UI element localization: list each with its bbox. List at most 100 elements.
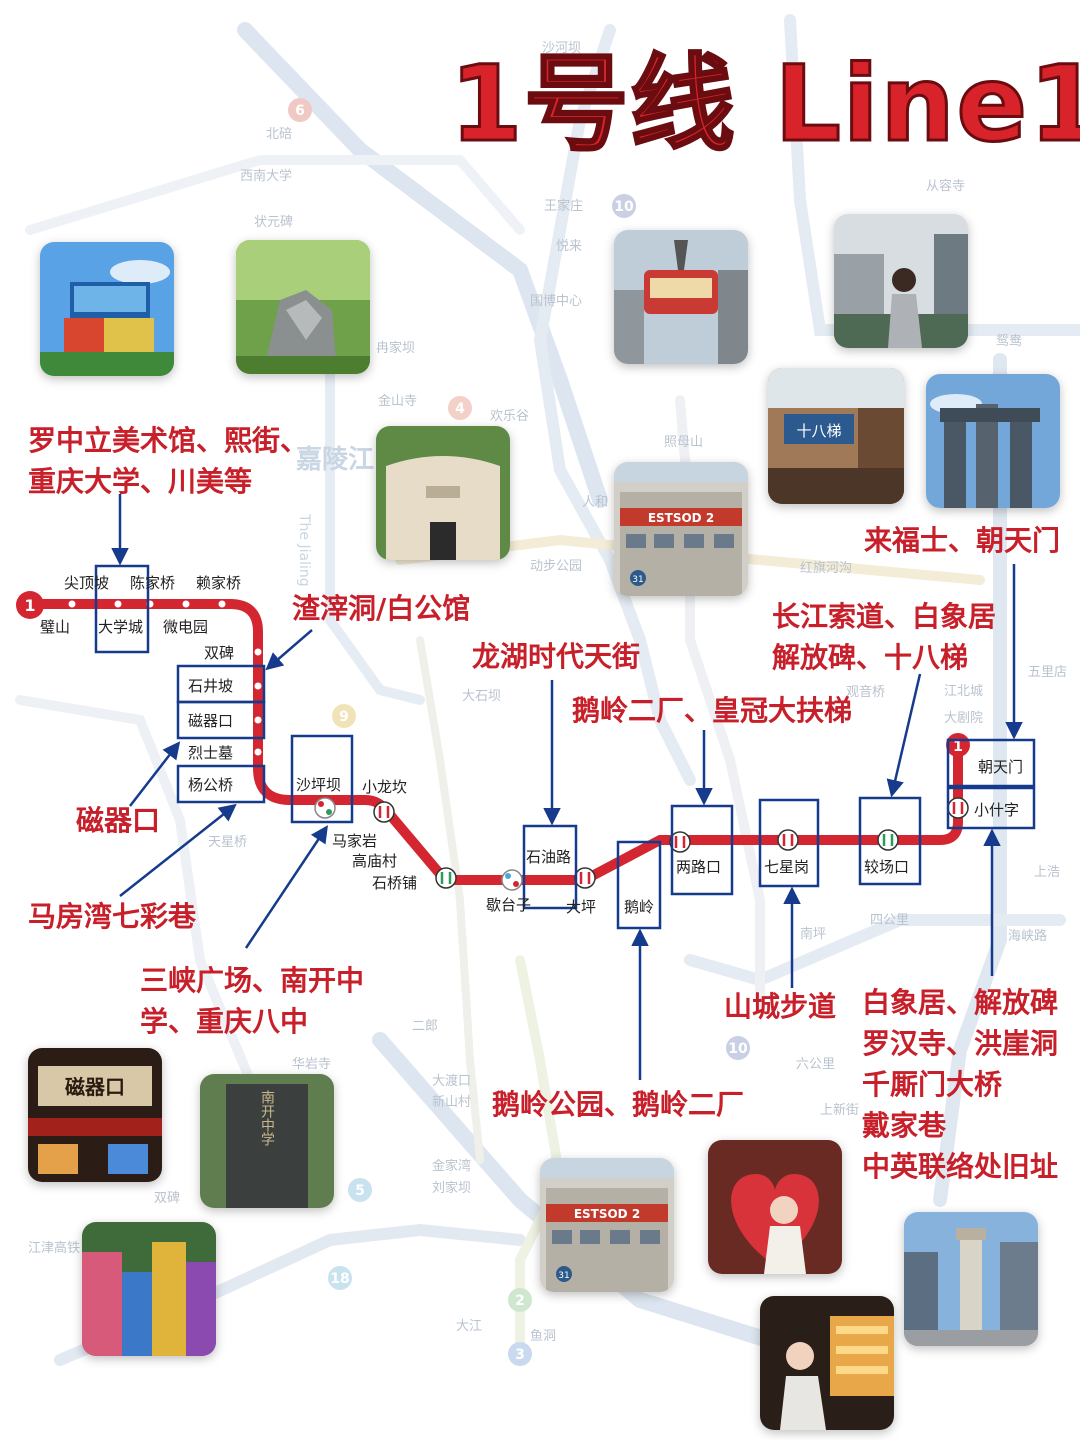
photo-cableway	[614, 230, 748, 364]
bg-label: 悦来	[556, 239, 582, 254]
transfer-icon-getaizi	[501, 869, 523, 891]
annotation-line: 罗中立美术馆、熙街、	[28, 424, 309, 457]
station-shijingpo: 石井坡	[188, 677, 233, 695]
page-title: 1号线 Line1	[448, 43, 1080, 165]
annotation-line: 白象居、解放碑	[862, 986, 1059, 1019]
background-line-badges: 6 10 2 3 5 18 10 4 9	[288, 98, 750, 1366]
annotation-line: 山城步道	[724, 990, 837, 1023]
photo-sculpture	[236, 240, 370, 374]
annotation-line: 鹅岭二厂、皇冠大扶梯	[572, 694, 853, 727]
bg-label: 人和	[582, 495, 608, 510]
bg-label: 江北城	[944, 684, 983, 699]
line-badge-bg: 2	[515, 1293, 525, 1309]
box-ciqikou	[176, 700, 266, 740]
line-badge-bg: 5	[355, 1183, 365, 1199]
annotation-line: 重庆大学、川美等	[28, 465, 253, 498]
line-badge-bg: 6	[295, 103, 305, 119]
photo-sign-text: 磁器口	[65, 1075, 125, 1099]
transfer-icon-jiaochangkou	[877, 829, 899, 851]
photo-liberation-monument	[904, 1212, 1038, 1346]
station-xiaolongkan: 小龙坎	[362, 778, 407, 796]
box-yanggongqiao	[176, 764, 266, 804]
station-bishan: 璧山	[40, 618, 70, 636]
line1-end-badge-number: 1	[953, 739, 963, 755]
annotation-xiaoshizi: 白象居、解放碑 罗汉寺、洪崖洞 千厮门大桥 戴家巷 中英联络处旧址	[862, 982, 1058, 1187]
annotation-line: 解放碑、十八梯	[772, 641, 969, 674]
transfer-icon-shapingba	[314, 797, 336, 819]
annotation-line: 中英联络处旧址	[862, 1150, 1059, 1183]
annotation-chaotianmen: 来福士、朝天门	[864, 520, 1060, 561]
transfer-icon-qixinggang	[777, 829, 799, 851]
station-dot	[182, 600, 190, 608]
annotation-ciqikou: 磁器口	[76, 800, 160, 841]
annotation-lianglukou: 鹅岭二厂、皇冠大扶梯	[572, 690, 852, 731]
line-badge-bg: 3	[515, 1347, 525, 1363]
bg-label: 六公里	[796, 1057, 835, 1072]
station-getaizi: 歇台子	[486, 896, 531, 914]
annotation-jiaochangkou: 长江索道、白象居 解放碑、十八梯	[772, 596, 996, 678]
station-dot	[68, 600, 76, 608]
station-chaotianmen: 朝天门	[978, 758, 1023, 776]
arrow-yanggongqiao	[119, 803, 237, 897]
annotation-shiyoulu: 龙湖时代天街	[472, 636, 640, 677]
arrow-shapingba	[244, 825, 328, 949]
annotation-line: 磁器口	[76, 804, 161, 837]
bg-label: 鱼洞	[530, 1328, 556, 1344]
station-dot	[218, 600, 226, 608]
annotation-eling: 鹅岭公园、鹅岭二厂	[492, 1084, 744, 1125]
station-shiqiaopu: 石桥铺	[372, 874, 417, 892]
annotation-line: 长江索道、白象居	[772, 600, 997, 633]
bg-label: 冉家坝	[376, 340, 415, 356]
annotation-line: 来福士、朝天门	[864, 524, 1061, 557]
box-xiaoshizi	[946, 786, 1036, 830]
station-dot	[254, 716, 262, 724]
station-daxuecheng: 大学城	[98, 618, 143, 636]
line1-badge-number: 1	[24, 596, 35, 615]
station-xiaoshizi: 小什字	[974, 801, 1019, 819]
bg-label: 红旗河沟	[800, 560, 852, 576]
box-eling	[616, 840, 662, 930]
river-label-en: The Jialing	[296, 513, 312, 587]
station-boxes	[94, 564, 1036, 930]
line-badge-bg: 18	[330, 1271, 349, 1287]
box-qixinggang	[758, 798, 820, 888]
station-dot	[254, 648, 262, 656]
station-laijiaqiao: 赖家桥	[196, 574, 241, 592]
photo-sign-text: ESTSOD 2	[574, 1207, 640, 1221]
bg-label: 海峡路	[1008, 928, 1047, 944]
station-shuangbei: 双碑	[204, 644, 234, 662]
station-shiyoulu: 石油路	[526, 848, 571, 866]
bg-label: 南坪	[800, 926, 826, 942]
bg-label: 华岩寺	[292, 1057, 331, 1072]
box-daxuecheng	[94, 564, 150, 654]
station-jiaochangkou: 较场口	[864, 858, 909, 876]
box-lianglukou	[670, 804, 734, 896]
bg-label: 上新街	[820, 1102, 859, 1118]
station-dot	[254, 748, 262, 756]
station-ciqikou: 磁器口	[188, 712, 233, 730]
station-lianglukou: 两路口	[676, 858, 721, 876]
bg-label: 北碚	[266, 127, 292, 142]
bg-label: 四公里	[870, 913, 909, 928]
bg-label: 上浩	[1034, 865, 1060, 880]
line-badge-bg: 4	[455, 401, 465, 417]
arrow-jiaochangkou	[886, 673, 922, 798]
station-chenjiaqiao: 陈家桥	[130, 574, 175, 592]
station-eling: 鹅岭	[624, 898, 654, 916]
annotation-line: 学、重庆八中	[140, 1005, 309, 1038]
annotation-shapingba: 三峡广场、南开中 学、重庆八中	[140, 960, 364, 1042]
bg-label: 照母山	[664, 435, 703, 450]
annotation-line: 罗汉寺、洪崖洞	[862, 1027, 1059, 1060]
photo-sign-text: 十八梯	[796, 422, 841, 440]
annotation-daxuecheng: 罗中立美术馆、熙街、 重庆大学、川美等	[28, 420, 308, 502]
box-jiaochangkou	[858, 796, 922, 886]
bg-label: 鸳鸯	[996, 334, 1022, 349]
transfer-icon-xiaoshizi	[947, 797, 969, 819]
bg-label: 从容寺	[926, 178, 965, 194]
bg-label: 状元碑	[254, 214, 293, 230]
photo-nankai-school: 南开中学	[200, 1074, 334, 1208]
bg-label: 双碑	[154, 1190, 180, 1206]
annotation-line: 三峡广场、南开中	[140, 964, 365, 997]
bg-label: 天星桥	[208, 835, 247, 850]
